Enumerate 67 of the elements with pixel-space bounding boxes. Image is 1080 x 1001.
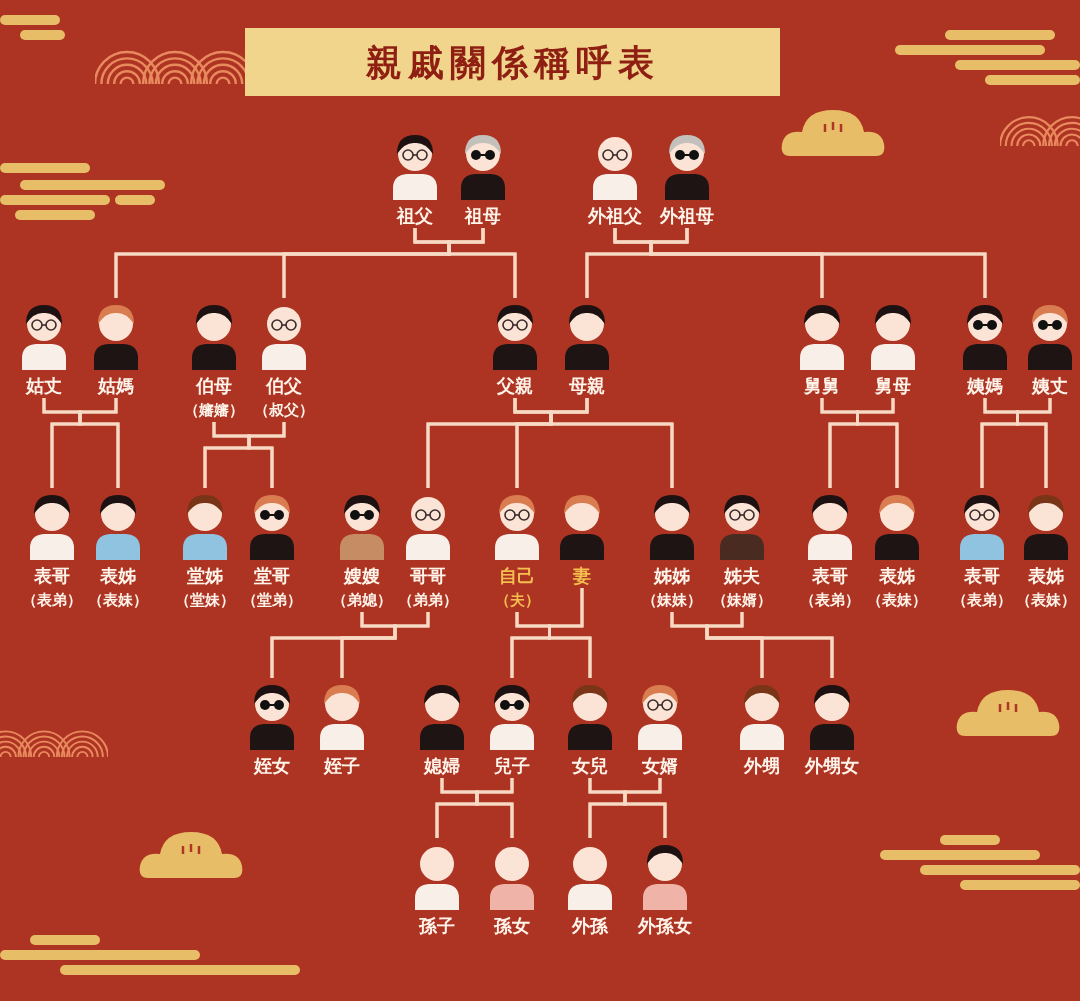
- name-label: 外甥女: [805, 754, 859, 778]
- connector-line: [247, 422, 286, 488]
- name-label: 表姊: [100, 564, 136, 588]
- name-label: 自己: [499, 564, 535, 588]
- name-label: 姊姊: [654, 564, 690, 588]
- name-label: 孫子: [419, 914, 455, 938]
- connector-line: [475, 778, 514, 838]
- connector-line: [549, 398, 674, 488]
- connector-line: [1016, 398, 1052, 488]
- connector-line: [623, 778, 667, 838]
- connector-line: [447, 228, 517, 298]
- name-label: 嫂嫂: [344, 564, 380, 588]
- alt-name-label: （表弟）: [800, 590, 860, 611]
- name-label: 伯母: [196, 374, 232, 398]
- connector-line: [340, 612, 430, 678]
- alt-name-label: （叔父）: [254, 400, 314, 421]
- connector-line: [548, 588, 592, 678]
- name-label: 舅母: [875, 374, 911, 398]
- name-label: 姑丈: [26, 374, 62, 398]
- name-label: 妻: [573, 564, 591, 588]
- alt-name-label: （表弟）: [22, 590, 82, 611]
- alt-name-label: （弟媳）: [332, 590, 392, 611]
- name-label: 外孫: [572, 914, 608, 938]
- name-label: 表姊: [1028, 564, 1064, 588]
- alt-name-label: （弟弟）: [398, 590, 458, 611]
- name-label: 外孫女: [638, 914, 692, 938]
- alt-name-label: （表妹）: [88, 590, 148, 611]
- name-label: 姑媽: [98, 374, 134, 398]
- name-label: 堂哥: [254, 564, 290, 588]
- alt-name-label: （堂弟）: [242, 590, 302, 611]
- name-label: 兒子: [494, 754, 530, 778]
- name-label: 姪子: [324, 754, 360, 778]
- alt-name-label: （表妹）: [867, 590, 927, 611]
- connector-line: [78, 398, 120, 488]
- name-label: 外祖母: [660, 204, 714, 228]
- alt-name-label: （表弟）: [952, 590, 1012, 611]
- name-label: 姊夫: [724, 564, 760, 588]
- title: 親戚關係稱呼表: [245, 28, 780, 96]
- name-label: 表哥: [34, 564, 70, 588]
- name-label: 媳婦: [424, 754, 460, 778]
- name-label: 舅舅: [804, 374, 840, 398]
- name-label: 哥哥: [410, 564, 446, 588]
- alt-name-label: （表妹）: [1016, 590, 1076, 611]
- name-label: 表哥: [964, 564, 1000, 588]
- name-label: 外祖父: [588, 204, 642, 228]
- name-label: 姪女: [254, 754, 290, 778]
- alt-name-label: （堂妹）: [175, 590, 235, 611]
- connector-line: [705, 612, 834, 678]
- name-label: 表哥: [812, 564, 848, 588]
- name-label: 祖父: [397, 204, 433, 228]
- name-label: 女兒: [572, 754, 608, 778]
- alt-name-label: （嬸嬸）: [184, 400, 244, 421]
- alt-name-label: （妹妹）: [642, 590, 702, 611]
- alt-name-label: （夫）: [494, 590, 540, 611]
- connector-line: [856, 398, 899, 488]
- name-label: 伯父: [266, 374, 302, 398]
- alt-name-label: （妹婿）: [712, 590, 772, 611]
- name-label: 女婿: [642, 754, 678, 778]
- name-label: 父親: [497, 374, 533, 398]
- name-label: 外甥: [744, 754, 780, 778]
- name-label: 祖母: [465, 204, 501, 228]
- name-label: 孫女: [494, 914, 530, 938]
- name-label: 姨丈: [1032, 374, 1068, 398]
- name-label: 母親: [569, 374, 605, 398]
- name-label: 堂姊: [187, 564, 223, 588]
- name-label: 姨媽: [967, 374, 1003, 398]
- name-label: 表姊: [879, 564, 915, 588]
